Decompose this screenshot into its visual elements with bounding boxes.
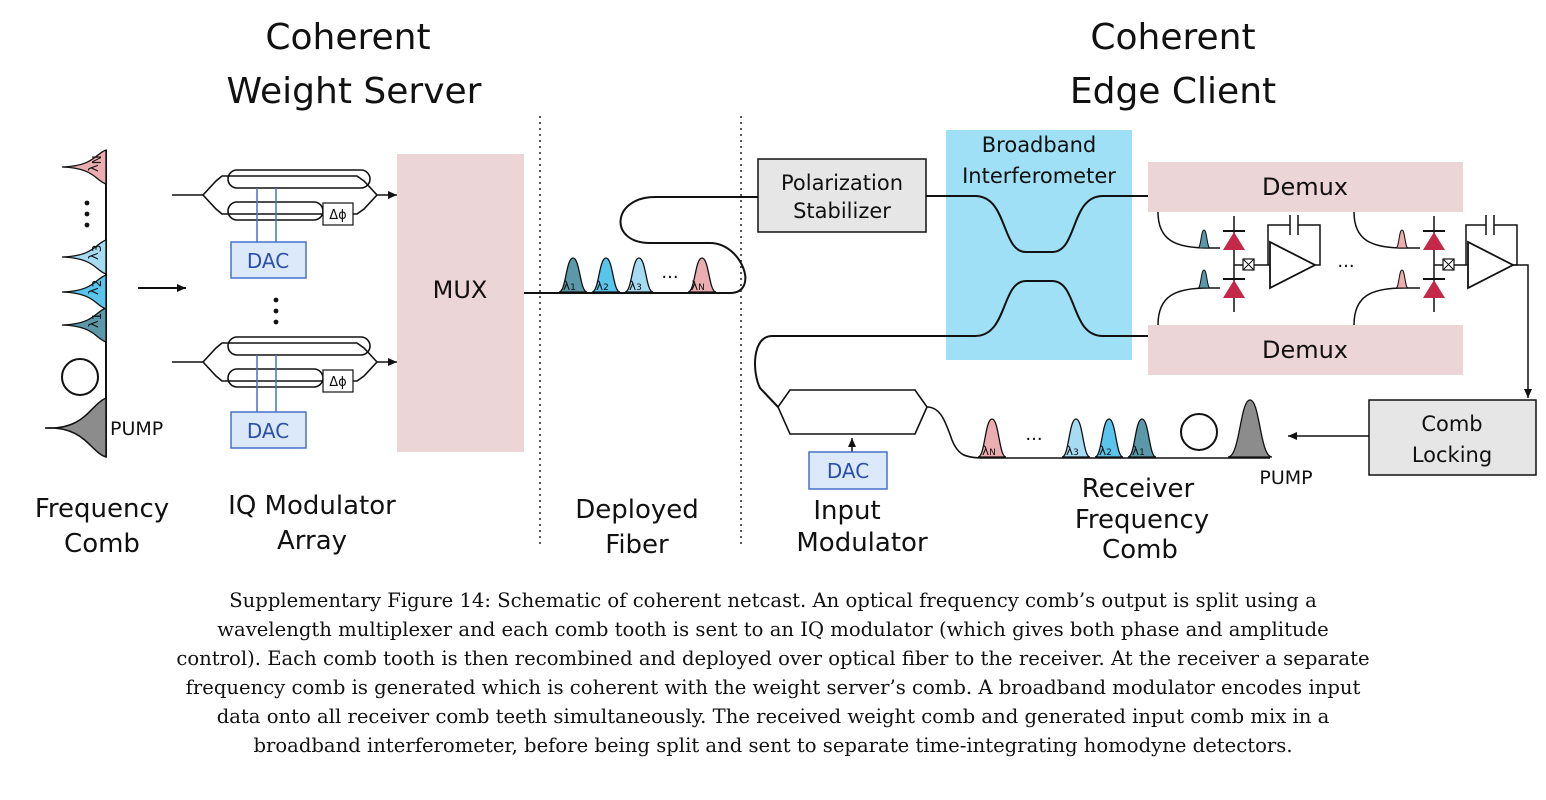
fiber-lambda-2: λ2 <box>596 279 609 293</box>
deployed-fiber <box>524 196 758 294</box>
broadband-label-line1: Broadband <box>982 133 1096 157</box>
fiber-peak-2 <box>591 257 621 293</box>
broadband-label-line2: Interferometer <box>962 164 1116 188</box>
microring <box>61 358 99 396</box>
comb-line-3 <box>61 239 107 275</box>
polarization-stabilizer: Polarization Stabilizer <box>757 158 927 233</box>
rx-peak-1 <box>1127 418 1157 458</box>
rx-microring <box>1180 413 1218 451</box>
lambda-1-label: λ1 <box>87 313 104 328</box>
iq-modulator-bottom <box>172 336 397 388</box>
caption-line-6: broadband interferometer, before being s… <box>253 734 1293 757</box>
phase-shifter-bottom: Δϕ <box>322 369 354 393</box>
photodiode-1a <box>1223 232 1245 250</box>
client-title-line1: Coherent <box>1090 17 1255 58</box>
dac-bottom: DAC <box>230 355 307 449</box>
input-modulator <box>777 389 1270 459</box>
receiver-comb-peaks <box>977 399 1273 458</box>
caption-line-1: Supplementary Figure 14: Schematic of co… <box>229 589 1317 612</box>
comb-line-1 <box>61 307 107 343</box>
dac-input: DAC <box>808 451 888 490</box>
photodiode-na <box>1423 232 1445 250</box>
demux-top: Demux <box>1148 162 1463 212</box>
receiver-comb-label-1: Receiver <box>1082 474 1195 504</box>
rx-pump-label: PUMP <box>1259 467 1312 489</box>
rx-peak-n <box>977 418 1007 458</box>
netcast-diagram: Coherent Weight Server Coherent Edge Cli… <box>35 17 1537 565</box>
frequency-comb-label-1: Frequency <box>35 494 169 524</box>
amplifier-1 <box>1269 240 1317 290</box>
phase-shifter-top: Δϕ <box>322 202 354 226</box>
rx-pump-peak <box>1227 399 1273 458</box>
svg-text:Δϕ: Δϕ <box>329 208 346 223</box>
svg-text:Demux: Demux <box>1262 336 1348 364</box>
modulator-vertical-dots <box>273 297 279 325</box>
fiber-peak-1 <box>558 257 588 293</box>
fiber-peak-n <box>687 257 717 293</box>
rx-lambda-3: λ3 <box>1066 444 1079 458</box>
server-title-line1: Coherent <box>265 17 430 58</box>
svg-text:Polarization: Polarization <box>781 171 903 195</box>
iq-array-label-1: IQ Modulator <box>228 491 396 521</box>
detector-dots: ··· <box>1337 256 1354 277</box>
photodiode-nb <box>1423 280 1445 298</box>
fiber-wavelength-peaks <box>558 257 717 293</box>
rx-lambda-1: λ1 <box>1132 444 1145 458</box>
mux-block: MUX <box>397 154 524 452</box>
client-title-line2: Edge Client <box>1070 71 1276 112</box>
iq-modulator-top <box>172 169 397 221</box>
fiber-peak-3 <box>624 257 654 293</box>
rx-dots: ··· <box>1025 429 1042 450</box>
pump-peak <box>44 396 107 459</box>
svg-text:MUX: MUX <box>433 276 488 304</box>
lambda-n-label: λN <box>87 155 104 172</box>
dac-top: DAC <box>230 188 307 279</box>
homodyne-detector-1 <box>1157 211 1321 326</box>
rx-lambda-n: λN <box>982 444 996 458</box>
broadband-interferometer-region <box>946 130 1132 360</box>
homodyne-detector-n <box>1353 211 1532 398</box>
rx-peak-2 <box>1094 418 1124 458</box>
pump-label: PUMP <box>110 418 163 440</box>
svg-text:Comb: Comb <box>1421 412 1482 436</box>
frequency-comb: λ1 λ2 λ3 λN PUMP <box>44 149 163 459</box>
fiber-dots: ··· <box>661 267 678 288</box>
frequency-comb-label-2: Comb <box>64 529 140 559</box>
interferometer-waveguides <box>754 195 1148 408</box>
svg-text:Locking: Locking <box>1412 443 1492 467</box>
comb-locking-block: Comb Locking <box>1368 399 1537 476</box>
rx-peak-3 <box>1061 418 1091 458</box>
svg-text:Demux: Demux <box>1262 173 1348 201</box>
fiber-lambda-1: λ1 <box>563 279 576 293</box>
lambda-2-label: λ2 <box>87 280 104 295</box>
input-modulator-label-1: Input <box>813 496 880 526</box>
iq-array-label-2: Array <box>277 526 347 556</box>
server-title-line2: Weight Server <box>227 71 482 112</box>
deployed-fiber-label-1: Deployed <box>575 495 699 525</box>
lambda-3-label: λ3 <box>87 245 104 260</box>
comb-vertical-dots <box>84 200 90 228</box>
receiver-comb-label-2: Frequency <box>1075 505 1209 535</box>
svg-text:Stabilizer: Stabilizer <box>793 199 891 223</box>
figure-caption: Supplementary Figure 14: Schematic of co… <box>6 586 1540 760</box>
caption-line-2: wavelength multiplexer and each comb too… <box>217 618 1329 641</box>
caption-line-5: data onto all receiver comb teeth simult… <box>216 705 1330 728</box>
demux-bottom: Demux <box>1148 325 1463 375</box>
caption-line-4: frequency comb is generated which is coh… <box>185 676 1361 699</box>
amplifier-n <box>1467 240 1515 290</box>
svg-text:DAC: DAC <box>247 249 289 273</box>
receiver-comb-label-3: Comb <box>1102 535 1178 565</box>
comb-line-n <box>61 149 107 185</box>
deployed-fiber-label-2: Fiber <box>605 530 669 560</box>
svg-text:Δϕ: Δϕ <box>329 375 346 390</box>
input-modulator-label-2: Modulator <box>796 528 928 558</box>
rx-lambda-2: λ2 <box>1099 444 1112 458</box>
fiber-lambda-n: λN <box>691 279 705 293</box>
comb-line-2 <box>61 274 107 310</box>
fiber-lambda-3: λ3 <box>629 279 642 293</box>
photodiode-1b <box>1223 280 1245 298</box>
caption-line-3: control). Each comb tooth is then recomb… <box>176 647 1370 670</box>
svg-text:DAC: DAC <box>827 459 869 483</box>
svg-text:DAC: DAC <box>247 419 289 443</box>
